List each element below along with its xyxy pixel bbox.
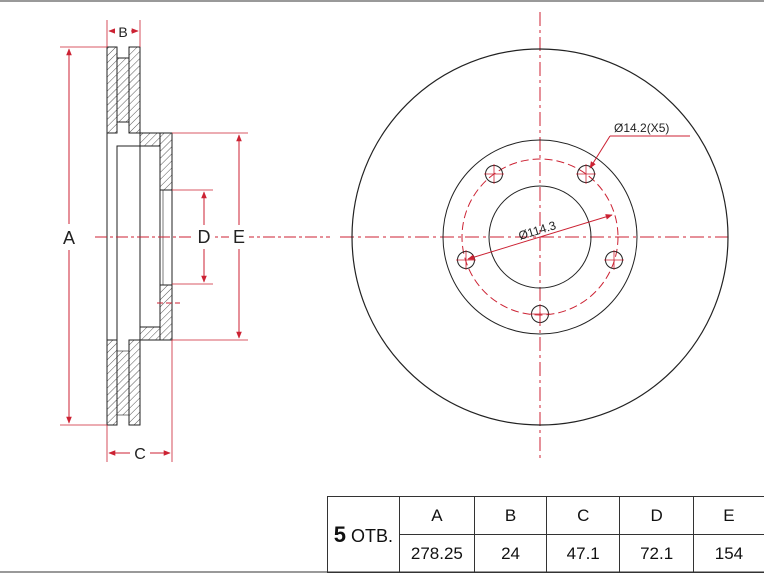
dim-a-label: A [63, 228, 75, 248]
hub-edge [442, 139, 638, 335]
dim-a-label-bg [58, 224, 80, 250]
dim-c-label: C [134, 446, 146, 463]
value-e: 154 [692, 534, 764, 573]
header-c: C [545, 496, 621, 535]
holes-count: 5 [333, 521, 346, 547]
value-c: 47.1 [545, 534, 621, 573]
hole-center-marks [456, 164, 624, 324]
header-a: A [398, 496, 476, 535]
value-d: 72.1 [619, 534, 694, 573]
spec-table: 5 ОТВ. A B C D E 278.25 24 47.1 72.1 154 [327, 496, 764, 573]
header-b: B [474, 496, 547, 535]
outer-plate-top [106, 46, 118, 134]
value-b: 24 [474, 534, 547, 573]
dim-e-label-bg [229, 225, 249, 249]
spec-table-header-row: 5 ОТВ. A B C D E [327, 496, 764, 573]
outer-plate-bottom [106, 339, 118, 426]
header-e: E [692, 496, 764, 535]
holes-cell: 5 ОТВ. [327, 496, 400, 573]
dim-d-label: D [198, 227, 211, 247]
pcd-label: Ø114.3 [517, 218, 558, 243]
front-view: Ø114.3 Ø14.2(X5) [340, 12, 729, 462]
hat-wall-bottom [159, 284, 173, 341]
value-a: 278.25 [398, 534, 476, 573]
hat-flange-top [139, 132, 161, 147]
header-d: D [619, 496, 694, 535]
hat-wall-top [159, 132, 173, 191]
dim-d-label-bg [194, 225, 214, 249]
hat-flange-bottom [139, 326, 161, 341]
dim-b-label: B [118, 24, 127, 40]
side-view: A B C D E [58, 20, 330, 463]
inner-plate-top [128, 46, 141, 134]
dim-c-label-bg [130, 443, 150, 463]
inner-plate-bottom [128, 339, 141, 426]
holes-unit: ОТВ. [350, 525, 393, 546]
pcd-dimension-line [467, 214, 613, 260]
dim-b-label-bg [115, 22, 131, 40]
bolt-hole-leader [589, 135, 611, 169]
spec-table-value-row: 278.25 24 47.1 72.1 154 [328, 534, 764, 573]
disc-outer-edge [351, 48, 729, 426]
disc-web [106, 133, 141, 341]
vane-bottom [116, 350, 130, 416]
dim-e-label: E [233, 227, 245, 247]
vane-top [116, 57, 130, 123]
bolt-hole-label: Ø14.2(X5) [614, 121, 669, 135]
